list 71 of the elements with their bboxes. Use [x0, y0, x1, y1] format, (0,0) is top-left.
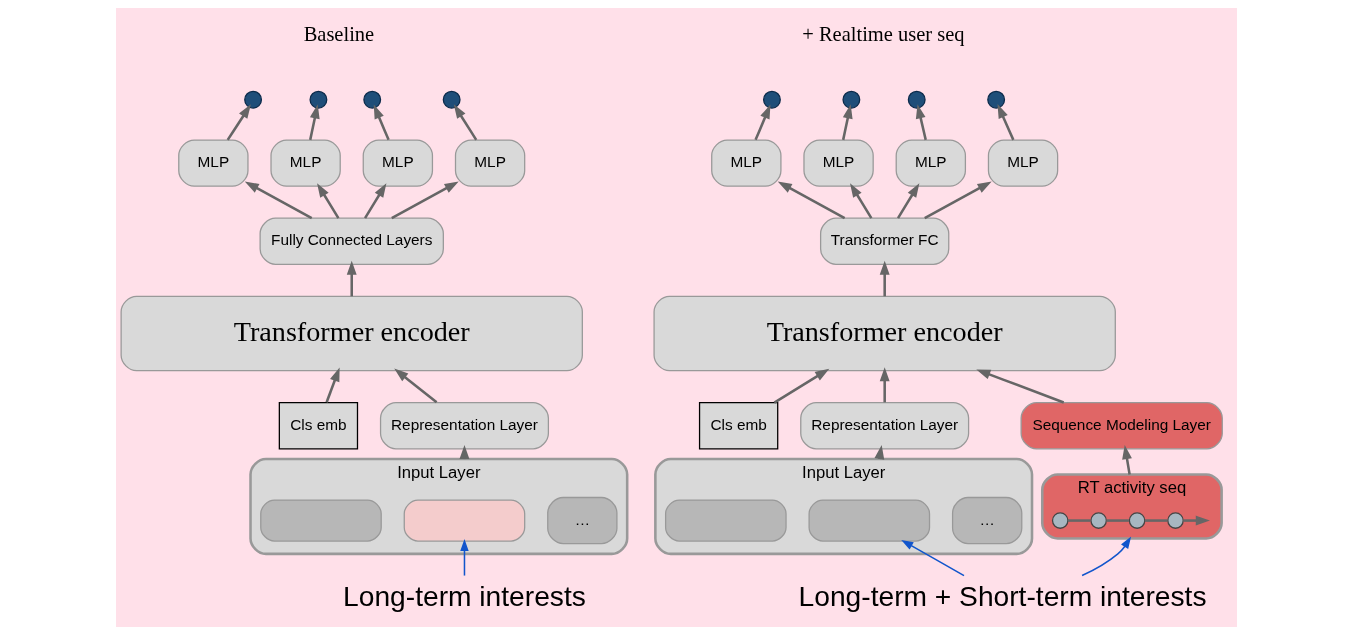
node-circle: [1089, 512, 1107, 529]
node-circle: [907, 90, 926, 109]
node-text: Long-term + Short-term interests: [798, 579, 1206, 612]
arrow: [453, 104, 477, 141]
node-box: MLP: [269, 139, 341, 187]
arrow: [997, 104, 1014, 141]
arrow: [1080, 536, 1131, 577]
node-box: [403, 499, 525, 542]
arrow: [459, 539, 469, 577]
connector: [1144, 519, 1167, 522]
node-box: Transformer encoder: [120, 295, 583, 372]
label: + Realtime user seq: [801, 23, 965, 46]
node-box: Representation Layer: [379, 402, 549, 450]
node-box: Sequence Modeling Layer: [1020, 402, 1223, 450]
cluster: RT activity seq: [1040, 473, 1223, 540]
node-box: Cls emb: [698, 402, 778, 450]
arrow: [324, 367, 340, 403]
node-box: MLP: [895, 139, 966, 187]
arrow: [841, 104, 853, 141]
connector: [1067, 519, 1090, 522]
arrow: [308, 104, 320, 141]
arrow: [226, 104, 251, 141]
arrow: [373, 104, 390, 141]
node-box: [259, 499, 382, 542]
arrow: [316, 183, 339, 219]
arrow: [346, 260, 357, 297]
node-circle: [1128, 512, 1145, 529]
node-circle: [362, 90, 381, 109]
node-circle: [1166, 512, 1184, 529]
node-box: MLP: [987, 139, 1058, 187]
node-box: Transformer FC: [819, 217, 949, 265]
node-box: [807, 499, 930, 542]
node-circle: [308, 90, 327, 109]
node-box: Cls emb: [278, 402, 358, 450]
arrow: [244, 181, 312, 220]
node-circle: [841, 90, 860, 109]
node-circle: [243, 90, 262, 109]
node-box: …: [546, 496, 618, 545]
node-box: [664, 499, 787, 542]
arrow: [975, 369, 1064, 404]
arrow: [777, 181, 845, 220]
arrow: [915, 104, 927, 141]
arrow: [390, 181, 459, 220]
node-box: …: [951, 496, 1022, 545]
arrow: [896, 183, 919, 219]
node-box: MLP: [177, 139, 249, 187]
node-box: Transformer encoder: [652, 295, 1116, 372]
arrow: [773, 368, 829, 404]
node-box: MLP: [362, 139, 433, 187]
node-circle: [986, 90, 1005, 109]
arrow: [923, 181, 992, 220]
arrow: [1121, 445, 1132, 475]
arrow: [900, 539, 965, 577]
connector: [1105, 519, 1129, 522]
node-circle: [762, 90, 781, 109]
arrow: [393, 368, 437, 404]
arrow: [879, 367, 890, 403]
node-box: MLP: [802, 139, 874, 187]
label: Baseline: [303, 23, 374, 46]
node-box: Representation Layer: [799, 402, 969, 450]
node-text: Long-term interests: [342, 579, 586, 612]
node-box: MLP: [710, 139, 782, 187]
arrow: [363, 183, 386, 219]
node-box: MLP: [454, 139, 525, 187]
node-circle: [1051, 512, 1069, 529]
arrow: [849, 183, 872, 219]
node-box: Fully Connected Layers: [259, 217, 444, 265]
arrow: [1182, 515, 1210, 526]
arrow: [753, 104, 770, 141]
node-circle: [442, 90, 461, 109]
arrow: [879, 260, 890, 297]
